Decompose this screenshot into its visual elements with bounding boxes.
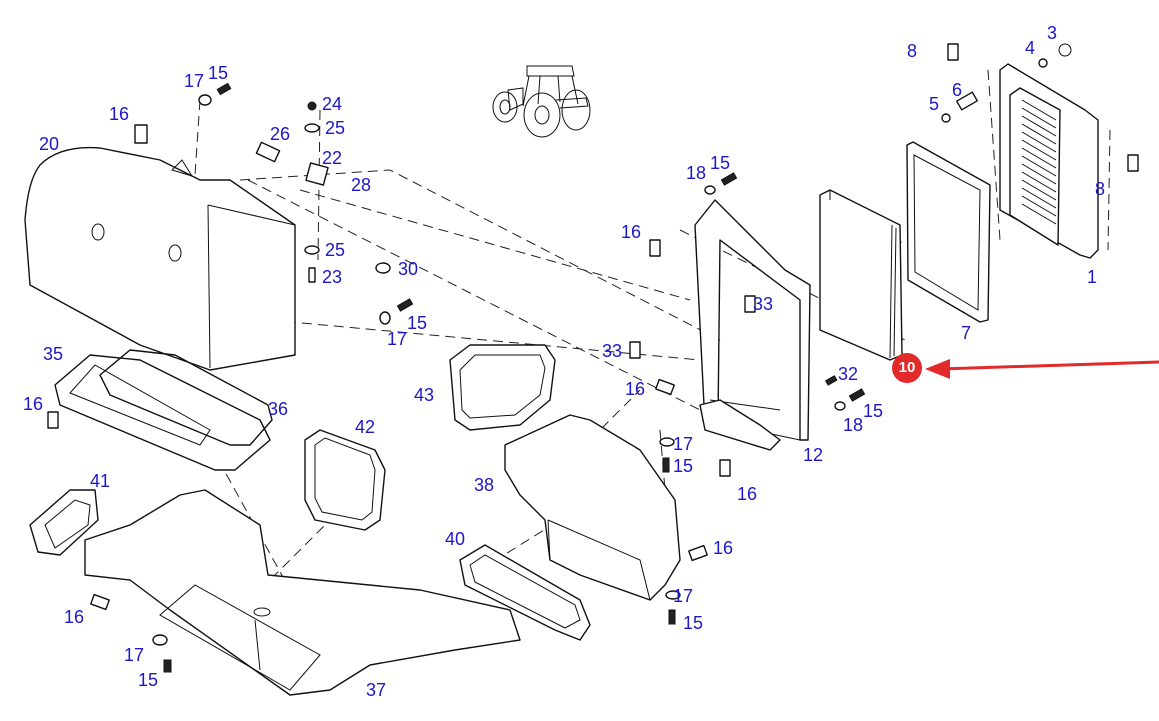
part-label[interactable]: 6 xyxy=(952,80,963,100)
highlight-arrow xyxy=(925,359,1159,379)
part-label[interactable]: 16 xyxy=(109,104,130,124)
part-label[interactable]: 25 xyxy=(325,118,346,138)
part-label[interactable]: 8 xyxy=(907,41,918,61)
part-label[interactable]: 32 xyxy=(838,364,859,384)
part-label[interactable]: 25 xyxy=(325,240,346,260)
part-label[interactable]: 17 xyxy=(124,645,145,665)
hardware xyxy=(47,43,1139,673)
part-label[interactable]: 23 xyxy=(322,267,343,287)
part-7-gasket xyxy=(906,141,991,323)
part-42-ring xyxy=(304,429,386,531)
part-43-ring xyxy=(449,344,556,431)
part-label[interactable]: 28 xyxy=(351,175,372,195)
part-label[interactable]: 16 xyxy=(737,484,758,504)
part-label[interactable]: 3 xyxy=(1047,23,1058,43)
part-label[interactable]: 17 xyxy=(184,71,205,91)
part-label[interactable]: 41 xyxy=(90,471,111,491)
part-label[interactable]: 33 xyxy=(753,294,774,314)
part-label[interactable]: 17 xyxy=(673,434,694,454)
part-label[interactable]: 15 xyxy=(208,63,229,83)
part-20-cover xyxy=(24,146,296,371)
part-38-duct xyxy=(504,414,681,601)
tractor-thumbnail-icon xyxy=(492,65,591,138)
part-label[interactable]: 17 xyxy=(387,329,408,349)
part-label[interactable]: 16 xyxy=(713,538,734,558)
part-label[interactable]: 15 xyxy=(863,401,884,421)
part-label[interactable]: 33 xyxy=(602,341,623,361)
part-label[interactable]: 4 xyxy=(1025,38,1036,58)
part-label[interactable]: 18 xyxy=(843,415,864,435)
part-label[interactable]: 30 xyxy=(398,259,419,279)
part-10-filter xyxy=(819,189,903,361)
part-label[interactable]: 36 xyxy=(268,399,289,419)
part-label[interactable]: 40 xyxy=(445,529,466,549)
part-label[interactable]: 24 xyxy=(322,94,343,114)
part-1-grille xyxy=(999,63,1099,259)
part-label[interactable]: 37 xyxy=(366,680,387,700)
part-label[interactable]: 15 xyxy=(407,313,428,333)
part-label[interactable]: 7 xyxy=(961,323,972,343)
part-35-36-gaskets xyxy=(54,349,273,471)
part-label[interactable]: 20 xyxy=(39,134,60,154)
part-label[interactable]: 35 xyxy=(43,344,64,364)
part-label[interactable]: 15 xyxy=(710,153,731,173)
part-41-grille xyxy=(29,489,99,556)
part-label[interactable]: 18 xyxy=(686,163,707,183)
part-label[interactable]: 16 xyxy=(621,222,642,242)
part-label[interactable]: 5 xyxy=(929,94,940,114)
part-label[interactable]: 43 xyxy=(414,385,435,405)
part-label[interactable]: 16 xyxy=(23,394,44,414)
part-label[interactable]: 15 xyxy=(673,456,694,476)
part-label[interactable]: 22 xyxy=(322,148,343,168)
part-label[interactable]: 38 xyxy=(474,475,495,495)
part-label[interactable]: 15 xyxy=(138,670,159,690)
part-label[interactable]: 16 xyxy=(625,379,646,399)
part-37-lower-duct xyxy=(84,489,521,696)
part-label[interactable]: 42 xyxy=(355,417,376,437)
part-label[interactable]: 1 xyxy=(1087,267,1098,287)
part-label[interactable]: 16 xyxy=(64,607,85,627)
part-label[interactable]: 12 xyxy=(803,445,824,465)
part-12-frame xyxy=(694,199,811,451)
part-label[interactable]: 8 xyxy=(1095,179,1106,199)
part-label[interactable]: 17 xyxy=(673,586,694,606)
highlighted-part-callout[interactable]: 10 xyxy=(892,353,922,383)
part-40-grille xyxy=(459,544,591,641)
part-label[interactable]: 15 xyxy=(683,613,704,633)
part-label[interactable]: 26 xyxy=(270,124,291,144)
